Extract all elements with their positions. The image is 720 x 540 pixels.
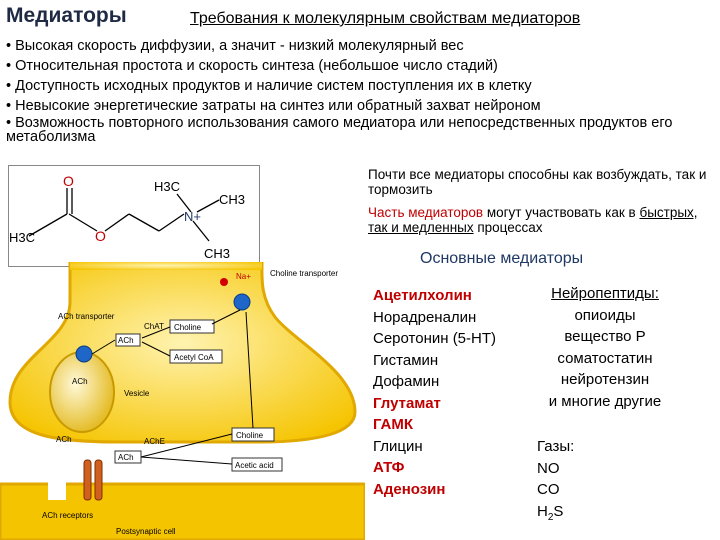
acetic-acid-label: Acetic acid bbox=[235, 461, 274, 470]
mediator-item: Аденозин bbox=[373, 480, 446, 498]
methyl-left-label: H3C bbox=[9, 230, 35, 245]
axon-top bbox=[70, 262, 262, 270]
nitrogen-label: N+ bbox=[184, 209, 201, 224]
requirements-list: • Высокая скорость диффузии, а значит - … bbox=[6, 36, 706, 144]
mediator-item: Дофамин bbox=[373, 373, 440, 390]
neuropeptides-list: Нейропептиды: опиоиды вещество Р соматос… bbox=[535, 283, 675, 412]
oxygen-carbonyl: O bbox=[63, 173, 74, 189]
receptor-gap bbox=[48, 472, 66, 500]
neuropeptide-item: вещество Р bbox=[564, 328, 646, 345]
neuropeptide-item: и многие другие bbox=[548, 392, 662, 410]
vesicle bbox=[49, 351, 115, 433]
chat-label: ChAT bbox=[144, 322, 164, 331]
neuropeptide-item: нейротензин bbox=[560, 371, 650, 388]
mediator-item: Серотонин (5-HT) bbox=[373, 330, 497, 347]
mediator-item: Норадреналин bbox=[373, 308, 477, 326]
mediator-item: Глутамат bbox=[373, 394, 441, 412]
note-fast-slow: Часть медиаторов могут участвовать как в… bbox=[368, 205, 708, 235]
note-excitation: Почти все медиаторы способны как возбужд… bbox=[368, 167, 707, 197]
gases-list: Газы: NO CO H2S bbox=[537, 436, 574, 528]
neuropeptide-item: соматостатин bbox=[557, 349, 653, 367]
page-subtitle: Требования к молекулярным свойствам меди… bbox=[190, 10, 581, 27]
sodium-label: Na+ bbox=[236, 272, 251, 281]
ach-label-synthesis: ACh bbox=[118, 336, 134, 345]
mediator-item: Ацетилхолин bbox=[373, 287, 472, 304]
mediator-item: Гистамин bbox=[373, 351, 439, 369]
acetylcholine-structure: O O H3C H3C CH3 CH3 N+ bbox=[8, 165, 260, 267]
ach-label-vesicle: ACh bbox=[72, 377, 88, 386]
choline-transporter-icon bbox=[233, 293, 251, 311]
neuropeptide-item: опиоиды bbox=[574, 306, 636, 324]
note-underlined-part: быстрых, так и медленных bbox=[368, 205, 698, 235]
ache-label: AChE bbox=[144, 437, 165, 446]
page-title: Медиаторы bbox=[6, 4, 127, 27]
ach-label-release: ACh bbox=[56, 435, 72, 444]
requirement-item: • Высокая скорость диффузии, а значит - … bbox=[6, 38, 464, 54]
mediator-item: Глицин bbox=[373, 437, 423, 455]
oxygen-ester: O bbox=[95, 228, 106, 244]
mediator-item: ГАМК bbox=[373, 416, 414, 433]
synapse-diagram: Choline Acetyl CoA ACh Choline Acetic ac… bbox=[0, 262, 365, 540]
gas-item-h2s: H2S bbox=[537, 502, 564, 523]
note-mid-part: могут участвовать как в bbox=[483, 205, 640, 220]
requirement-item: • Невысокие энергетические затраты на си… bbox=[6, 98, 541, 114]
structure-svg: O O H3C H3C CH3 CH3 N+ bbox=[9, 173, 245, 261]
methyl-top-label: H3C bbox=[154, 179, 180, 194]
mediators-list: Ацетилхолин Норадреналин Серотонин (5-HT… bbox=[373, 285, 496, 500]
requirement-item: • Относительная простота и скорость синт… bbox=[6, 58, 498, 74]
methyl-bottom-label: CH3 bbox=[204, 246, 230, 261]
methyl-right-label: CH3 bbox=[219, 192, 245, 207]
choline-cleft-label: Choline bbox=[236, 431, 264, 440]
note-red-part: Часть медиаторов bbox=[368, 205, 484, 220]
acetyl-coa-label: Acetyl CoA bbox=[174, 353, 214, 362]
ach-receptors-icon bbox=[83, 459, 103, 501]
vesicle-label: Vesicle bbox=[124, 389, 150, 398]
requirement-item: • Доступность исходных продуктов и налич… bbox=[6, 78, 532, 94]
note-end-part: процессах bbox=[473, 220, 543, 235]
ach-transporter-label: ACh transporter bbox=[58, 312, 115, 321]
choline-transporter-label: Choline transporter bbox=[270, 269, 338, 278]
mediator-item: АТФ bbox=[373, 459, 405, 476]
ach-receptors-label: ACh receptors bbox=[42, 511, 93, 520]
gases-heading: Газы: bbox=[537, 438, 575, 455]
requirement-item: • Возможность повторного использования с… bbox=[6, 115, 673, 145]
sodium-ion-icon bbox=[220, 278, 228, 286]
choline-box-label: Choline bbox=[174, 323, 202, 332]
neuropeptides-heading: Нейропептиды: bbox=[551, 285, 659, 302]
gas-item: CO bbox=[537, 481, 560, 498]
ach-label-cleft: ACh bbox=[118, 453, 134, 462]
postsynaptic-cell-label: Postsynaptic cell bbox=[116, 527, 176, 536]
main-mediators-heading: Основные медиаторы bbox=[420, 250, 584, 267]
ach-transporter-icon bbox=[75, 345, 93, 363]
gas-item: NO bbox=[537, 459, 560, 477]
